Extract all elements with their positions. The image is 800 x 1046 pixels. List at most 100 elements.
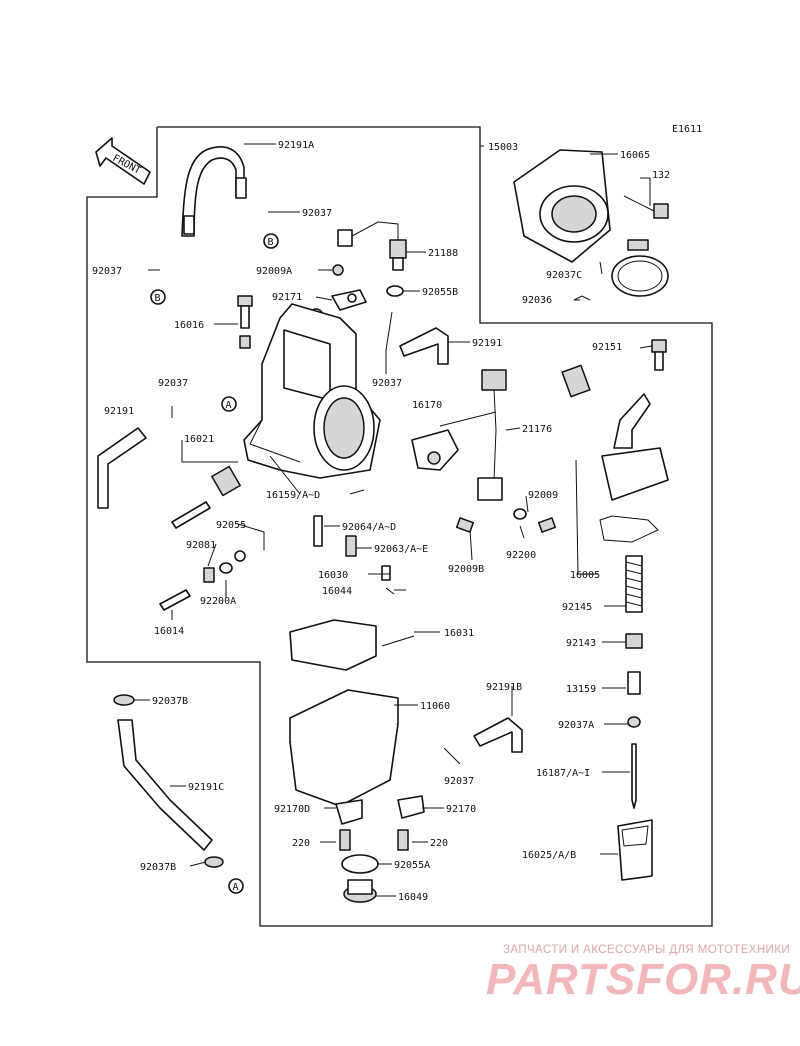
bolt-92151 [651,339,667,371]
callout-92009: 92009 [528,490,558,501]
callout-92037C: 92037C [546,270,582,281]
callout-92037B: 92037B [152,696,188,707]
svg-text:B: B [268,237,274,248]
callout-16025: 16025/A/B [522,850,576,861]
float-16031 [289,619,415,671]
hose-92191-right [399,327,449,365]
callout-92037B: 92037B [140,862,176,873]
screw-220-left [339,829,351,851]
callout-92145: 92145 [562,602,592,613]
callout-220: 220 [292,838,310,849]
callout-92037: 92037 [92,266,122,277]
hose-92191B [473,717,523,753]
callout-92171: 92171 [272,292,302,303]
callout-92191B: 92191B [486,682,522,693]
callout-92170D: 92170D [274,804,310,815]
screw-16014 [159,589,191,611]
needle-jet-16030 [381,565,391,581]
holder-92143 [625,633,643,649]
clamp-92037C [611,239,669,297]
diagram-code: E1611 [672,124,702,135]
callout-92037: 92037 [444,776,474,787]
callout-92151: 92151 [592,342,622,353]
clip-92036 [573,295,591,301]
spring-16021 [171,465,241,529]
callout-15003: 15003 [488,142,518,153]
callout-92009B: 92009B [448,564,484,575]
svg-text:A: A [233,882,239,893]
callout-16170: 16170 [412,400,442,411]
jet-92063 [345,535,357,557]
callout-92064: 92064/A~D [342,522,396,533]
spring-92081 [203,567,215,583]
watermark-logo: PARTSFOR.RU [486,955,800,1004]
callout-11060: 11060 [420,701,450,712]
clamp-92171 [331,289,367,311]
washer-92200 [513,508,527,520]
bolt-132 [623,195,669,219]
screw-92009A [332,264,344,276]
callout-92200: 92200 [506,550,536,561]
sensor-21188 [337,221,407,271]
callout-21188: 21188 [428,248,458,259]
svg-text:B: B [155,293,161,304]
watermark-tagline: ЗАПЧАСТИ И АКСЕССУАРЫ ДЛЯ МОТОТЕХНИКИ [503,944,790,956]
callout-92081: 92081 [186,540,216,551]
callout-16159: 16159/A~D [266,490,320,501]
callout-16014: 16014 [154,626,184,637]
hose-92191A [181,146,247,237]
callout-132: 132 [652,170,670,181]
hose-92191-left [97,427,147,509]
screw-92009 [537,517,557,533]
callout-92063: 92063/A~E [374,544,428,555]
harness-21176 [477,369,507,501]
oring-92055A [341,854,379,874]
ref-marker-a: A A [221,396,244,894]
callout-16044: 16044 [322,586,352,597]
clip-16044 [385,587,395,595]
callout-13159: 13159 [566,684,596,695]
callout-92191C: 92191C [188,782,224,793]
hose-92191C [113,694,224,868]
callout-16031: 16031 [444,628,474,639]
needle-16187 [631,743,637,809]
callout-92037: 92037 [158,378,188,389]
carburetor-body [243,303,381,479]
callout-21176: 21176 [522,424,552,435]
callout-220: 220 [430,838,448,849]
callout-92055B: 92055B [422,287,458,298]
bracket-92170D [335,799,363,825]
screw-92009B [455,517,475,533]
callout-16065: 16065 [620,150,650,161]
callout-92009A: 92009A [256,266,292,277]
callout-16005: 16005 [570,570,600,581]
bracket-92170 [397,795,425,819]
callout-92191A: 92191A [278,140,314,151]
cover-16005 [561,364,669,543]
clip-92037A [627,716,641,728]
valve-16025 [617,819,653,881]
callout-92170: 92170 [446,804,476,815]
screw-220-right [397,829,409,851]
throttle-sensor-16170 [411,429,459,471]
callout-92143: 92143 [566,638,596,649]
callout-92037: 92037 [302,208,332,219]
callout-92200A: 92200A [200,596,236,607]
jet-13159 [627,671,641,695]
callout-92191: 92191 [472,338,502,349]
washer-92200A [219,562,233,574]
callout-labels: 92191A 15003 16065 132 92037 21188 92037… [92,140,670,903]
callout-16030: 16030 [318,570,348,581]
leader-lines [134,143,653,897]
plug-16049 [343,879,377,903]
callout-92191: 92191 [104,406,134,417]
screw-16016 [237,295,253,349]
callout-16187: 16187/A~I [536,768,590,779]
float-bowl-11060 [289,689,399,807]
pipe-92055 [234,550,246,562]
callout-92055A: 92055A [394,860,430,871]
callout-92055: 92055 [216,520,246,531]
front-arrow-icon: FRONT [95,137,151,185]
intake-duct-15003 [513,149,611,263]
